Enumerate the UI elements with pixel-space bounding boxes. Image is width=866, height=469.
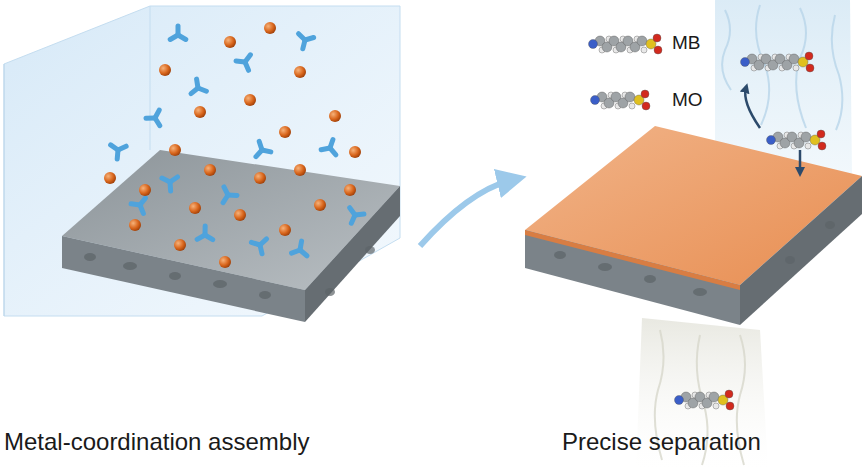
- metal-ion: [279, 224, 291, 236]
- metal-ion: [159, 64, 171, 76]
- metal-ion: [224, 36, 236, 48]
- ligand-symbol: [321, 137, 340, 155]
- ligand-symbol: [223, 187, 237, 203]
- metal-ion: [294, 66, 306, 78]
- ligand-symbol: [170, 26, 186, 40]
- ligand-symbol: [146, 106, 166, 125]
- ligand-symbol: [191, 79, 209, 98]
- ligand-symbol: [197, 226, 213, 240]
- metal-ion: [314, 199, 326, 211]
- metal-ion: [244, 94, 256, 106]
- metal-ion: [344, 184, 356, 196]
- metal-ion: [219, 256, 231, 268]
- metal-ion: [349, 146, 361, 158]
- dye-molecule: [589, 34, 663, 54]
- metal-ion: [254, 172, 266, 184]
- ligand-symbol: [292, 240, 310, 256]
- metal-ion: [294, 164, 306, 176]
- metal-ion: [169, 144, 181, 156]
- ligand-symbol: [256, 141, 272, 159]
- metal-ion: [139, 184, 151, 196]
- metal-ion: [279, 126, 291, 138]
- molecule-label: MO: [672, 89, 703, 111]
- ligand-symbol: [251, 233, 272, 254]
- dye-molecule: [741, 52, 815, 72]
- ligand-symbol: [162, 171, 182, 191]
- panel-caption: Metal-coordination assembly: [4, 428, 309, 456]
- dye-molecule: [591, 90, 651, 110]
- metal-ion: [104, 172, 116, 184]
- dye-molecule: [675, 390, 735, 410]
- metal-ion: [234, 209, 246, 221]
- ligand-symbol: [111, 139, 130, 159]
- metal-ion: [189, 202, 201, 214]
- metal-ion: [264, 22, 276, 34]
- molecule-label: MB: [672, 32, 701, 54]
- ligand-symbol: [350, 206, 365, 223]
- ligand-symbol: [131, 193, 152, 213]
- metal-ion: [174, 239, 186, 251]
- metal-ion: [204, 164, 216, 176]
- metal-ion: [329, 110, 341, 122]
- ligand-symbol: [236, 50, 257, 70]
- ligand-symbol: [299, 30, 316, 49]
- dye-molecule: [767, 130, 827, 150]
- panel-caption: Precise separation: [562, 428, 761, 456]
- metal-ion: [194, 106, 206, 118]
- metal-ion: [129, 219, 141, 231]
